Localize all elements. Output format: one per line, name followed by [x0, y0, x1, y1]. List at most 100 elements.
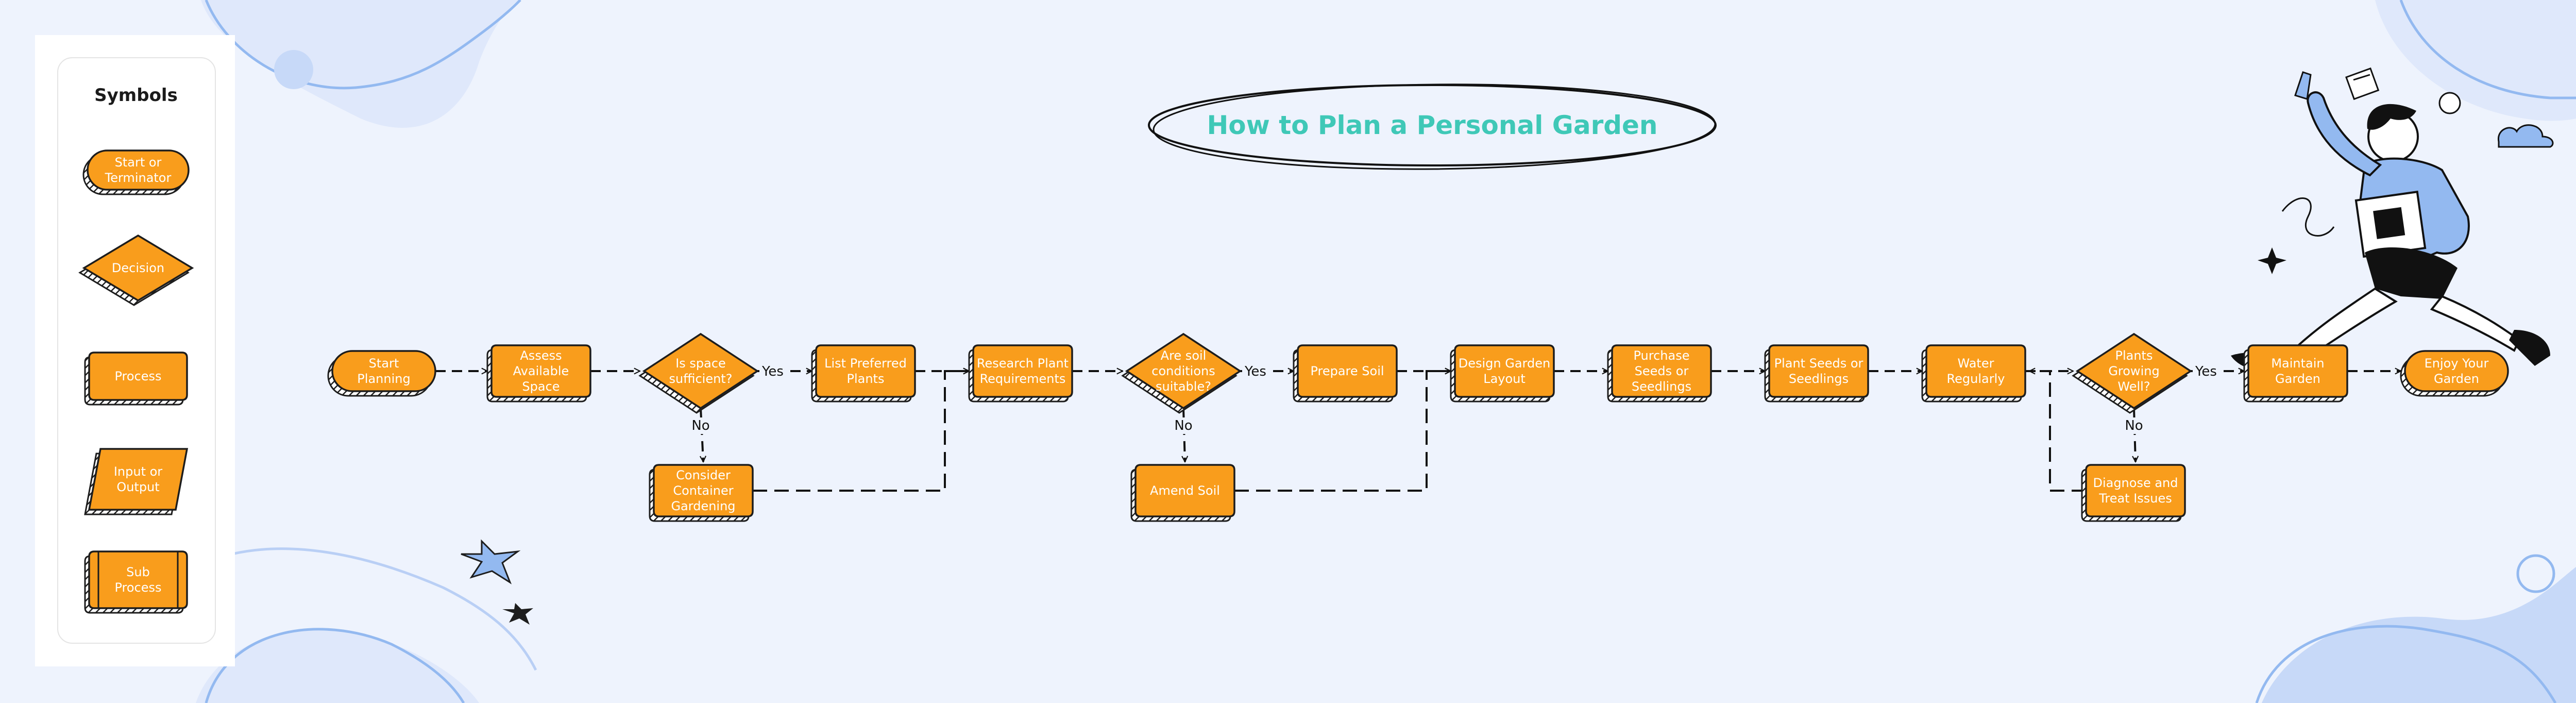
- edge-label-bg: [2193, 363, 2219, 380]
- legend-process-shape: [88, 352, 188, 401]
- edge-soil-to-amend: [1183, 408, 1185, 462]
- node-water-shape: [1925, 344, 2026, 398]
- node-amend[interactable]: Amend Soil: [1130, 464, 1235, 522]
- blob-top-right: [2375, 0, 2576, 121]
- character-illustration: [2231, 67, 2554, 376]
- book-cover: [2373, 207, 2405, 239]
- blob-bottom-right-outline: [2255, 625, 2557, 703]
- legend-item-decision: Decision: [78, 234, 194, 306]
- edge-label-yes: Yes: [1244, 364, 1266, 379]
- legend-item-process: Process: [84, 352, 188, 406]
- dot-top-left: [274, 50, 313, 89]
- edge-label-bg: [1242, 363, 1269, 380]
- node-start-shape: [331, 350, 436, 392]
- lightbulb-icon: [2438, 92, 2461, 114]
- wave-bottom-left: [231, 547, 537, 671]
- edge-label-no: No: [1174, 418, 1192, 433]
- edge-label-bg: [2121, 417, 2147, 434]
- star-blue-icon: [461, 539, 521, 584]
- node-purchase-shape: [1611, 344, 1712, 398]
- node-enjoy-shape: [2404, 350, 2509, 392]
- pencil-icon: [2294, 71, 2312, 100]
- note-line: [2353, 74, 2370, 81]
- character-leg-right: [2430, 295, 2521, 352]
- edge-growing-to-diagnose: [2134, 408, 2136, 462]
- node-container-shape: [653, 464, 754, 517]
- edge-label-yes: Yes: [2195, 364, 2217, 379]
- edge-container-to-research: [753, 371, 969, 492]
- node-label-prepare: Prepare Soil: [1310, 364, 1384, 378]
- edge-label-bg: [1170, 417, 1197, 434]
- edge-amend-to-design: [1234, 371, 1451, 492]
- node-amend-shape: [1134, 464, 1235, 517]
- node-space-shape: [642, 332, 759, 410]
- character-arm-raised: [2307, 91, 2382, 177]
- node-list-shape: [815, 344, 916, 398]
- sparkle-icon: [2258, 247, 2286, 274]
- node-assess-shape: [490, 344, 591, 398]
- character-hair: [2367, 104, 2416, 130]
- page-title: How to Plan a Personal Garden: [1207, 110, 1657, 140]
- blob-top-left-outline: [205, 0, 521, 90]
- background-decoration: [196, 0, 2576, 703]
- legend-io-shape: [88, 448, 189, 511]
- node-prepare[interactable]: Prepare Soil: [1293, 344, 1398, 403]
- edge-label-yes: Yes: [761, 364, 784, 379]
- edge-space-to-container: [701, 408, 703, 462]
- blob-bottom-right: [2262, 567, 2576, 703]
- node-maintain-shape: [2247, 344, 2348, 398]
- diagram-title: How to Plan a Personal Garden: [1148, 83, 1717, 170]
- cloud-icon: [2498, 124, 2554, 148]
- node-growing-shape: [2075, 332, 2193, 410]
- note-icon: [2345, 67, 2380, 101]
- node-diagnose-shape: [2085, 464, 2186, 517]
- legend-subprocess-shape: [88, 550, 188, 609]
- edge-label-no: No: [691, 418, 709, 433]
- edge-label-bg: [687, 417, 714, 434]
- blob-bottom-left: [196, 629, 479, 703]
- legend-decision-shape: [82, 234, 194, 302]
- node-soil-shape: [1125, 332, 1242, 410]
- node-research-shape: [972, 344, 1073, 398]
- shoe-right-icon: [2509, 330, 2550, 366]
- node-label-amend: Amend Soil: [1150, 483, 1220, 498]
